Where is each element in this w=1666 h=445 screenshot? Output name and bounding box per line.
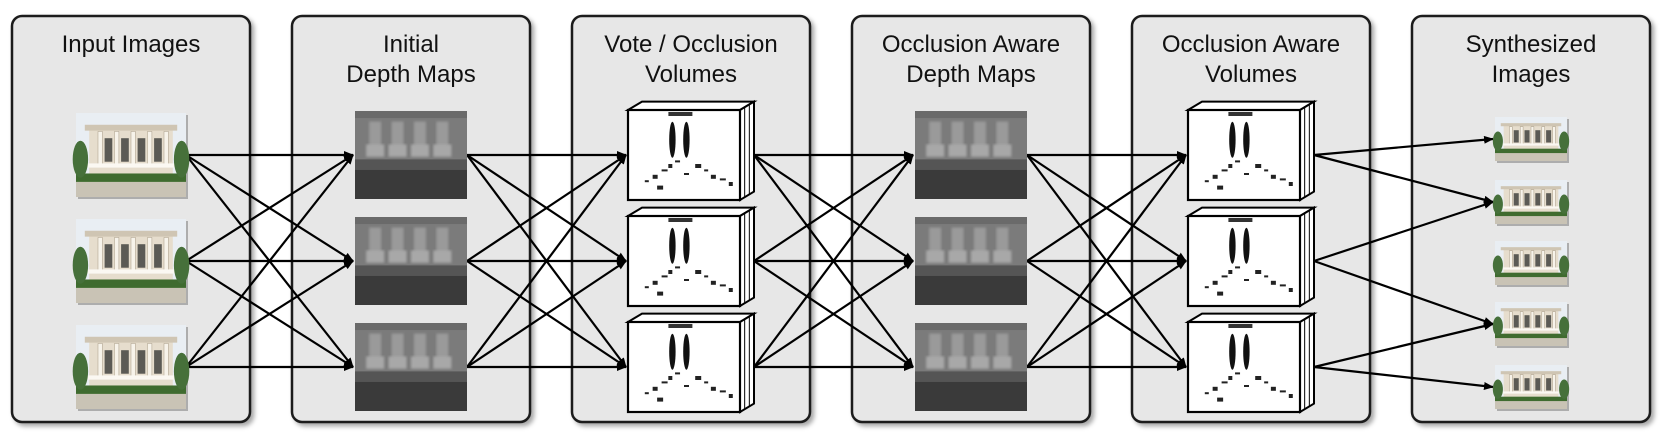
photo-node (72, 113, 190, 199)
depth-node (915, 217, 1027, 305)
volume-node (624, 99, 758, 202)
connection-arrow (1313, 135, 1494, 157)
stage-title-line: Depth Maps (346, 61, 475, 88)
connection-arrow (466, 154, 627, 262)
connection-arrow (1026, 260, 1187, 368)
connection-arrow (753, 260, 914, 368)
photo-small-node (1492, 302, 1570, 348)
depth-node (355, 111, 467, 199)
stage-title-line: Occlusion Aware (882, 31, 1060, 58)
connection-arrow (1026, 154, 1187, 262)
connection-arrow (466, 260, 627, 368)
connection-arrow (753, 154, 914, 368)
stage-title-line: Input Images (62, 31, 201, 58)
connection-arrow (1313, 259, 1494, 326)
volume-node (1184, 205, 1318, 308)
depth-node (355, 323, 467, 411)
volume-node (1184, 99, 1318, 202)
stage-title-line: Volumes (1205, 61, 1297, 88)
stage-title-line: Vote / Occlusion (604, 31, 777, 58)
depth-node (355, 217, 467, 305)
connection-arrow (1313, 153, 1494, 204)
stage-title-line: Depth Maps (906, 61, 1035, 88)
volume-node (1184, 311, 1318, 414)
connection-arrow (1313, 200, 1494, 263)
stage-title-line: Occlusion Aware (1162, 31, 1340, 58)
depth-node (915, 111, 1027, 199)
photo-node (72, 219, 190, 305)
stage-title-line: Images (1492, 61, 1571, 88)
connection-arrow (185, 154, 354, 262)
connection-arrow (1313, 365, 1494, 390)
connection-arrow (185, 154, 354, 368)
connection-arrow (185, 260, 354, 368)
connection-arrow (1026, 154, 1187, 368)
photo-node (72, 325, 190, 411)
photo-small-node (1492, 180, 1570, 226)
photo-small-node (1492, 117, 1570, 163)
photo-small-node (1492, 241, 1570, 287)
stage-title-line: Initial (383, 31, 439, 58)
depth-node (915, 323, 1027, 411)
photo-small-node (1492, 365, 1570, 411)
volume-node (624, 205, 758, 308)
connection-arrow (1313, 322, 1494, 369)
connection-arrow (466, 154, 627, 368)
connection-arrow (753, 154, 914, 262)
stage-title-line: Synthesized (1466, 31, 1597, 58)
stage-title-line: Volumes (645, 61, 737, 88)
volume-node (624, 311, 758, 414)
